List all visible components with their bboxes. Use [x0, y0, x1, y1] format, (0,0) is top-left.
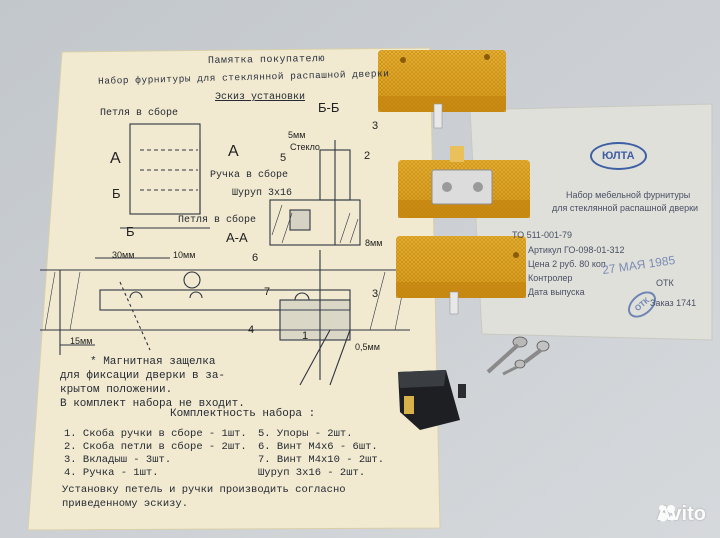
avito-watermark: Avito [657, 503, 706, 526]
dim-05mm: 0,5мм [355, 342, 380, 352]
dim-30mm: 30мм [112, 250, 135, 260]
note-line-4: В комплект набора не входит. [60, 398, 245, 410]
section-a-a: А-А [226, 230, 248, 245]
contents-list-left: 1. Скоба ручки в сборе - 1шт. 2. Скоба п… [64, 428, 247, 480]
note-line-1: * Магнитная защелка [90, 356, 216, 368]
letter-a-right: А [228, 143, 239, 160]
label-loop-assembled-2: Петля в сборе [178, 215, 257, 226]
brass-handle-bracket [398, 146, 530, 218]
contents-item: 7. Винт М4х10 - 2шт. [258, 454, 385, 466]
num-1: 1 [302, 330, 309, 342]
letter-b-left: Б [112, 186, 121, 201]
section-b-b: Б-Б [318, 100, 340, 115]
letter-b-bottom: Б [126, 224, 135, 239]
num-5-top: 5 [280, 152, 287, 164]
note-line-2: для фиксации дверки в за- [60, 370, 226, 382]
dim-8mm: 8мм [365, 238, 383, 248]
label-screw: Шуруп 3х16 [232, 188, 293, 199]
num-6: 6 [252, 252, 259, 264]
rubber-stop [398, 370, 466, 430]
manufacturer-stamp: ЮЛТА [590, 142, 647, 170]
num-3-top: 3 [372, 120, 379, 132]
dim-10mm: 10мм [173, 250, 196, 260]
label-title-2: для стеклянной распашной дверки [552, 203, 699, 213]
label-title-1: Набор мебельной фурнитуры [566, 190, 691, 200]
label-control: Контролер [528, 273, 573, 283]
contents-item: 2. Скоба петли в сборе - 2шт. [64, 441, 247, 453]
num-7: 7 [264, 286, 271, 298]
avito-logo-icon [658, 505, 675, 522]
footer-line-2: приведенному эскизу. [62, 498, 189, 510]
contents-item: 3. Вкладыш - 3шт. [64, 454, 172, 466]
contents-item: 5. Упоры - 2шт. [258, 428, 353, 440]
label-to: ТО 511-001-79 [512, 230, 572, 240]
brass-hinge-bracket-bottom [396, 236, 526, 315]
paper-title-1: Памятка покупателю [207, 53, 326, 68]
num-4: 4 [248, 324, 255, 336]
label-order: Заказ 1741 [650, 298, 697, 308]
num-3-bottom: 3 [372, 288, 379, 300]
label-price: Цена 2 руб. 80 коп. [528, 259, 609, 269]
instruction-sheet [27, 47, 441, 531]
label-article: Артикул ГО-098-01-312 [528, 245, 625, 255]
paper-sketch-heading: Эскиз установки [215, 92, 306, 103]
dim-5mm: 5мм [288, 130, 306, 140]
footer-line-1: Установку петель и ручки производить сог… [62, 484, 346, 496]
contents-item: 4. Ручка - 1шт. [64, 467, 159, 479]
note-line-3: крытом положении. [60, 384, 173, 396]
letter-a-left: А [110, 150, 121, 167]
label-date: Дата выпуска [528, 287, 585, 297]
label-otk: ОТК [656, 278, 674, 288]
label-loop-assembled: Петля в сборе [100, 108, 179, 119]
contents-item: 6. Винт М4х6 - 6шт. [258, 441, 378, 453]
screws [486, 336, 550, 376]
dim-15mm: 15мм [70, 336, 93, 346]
num-2-top: 2 [364, 150, 371, 162]
contents-heading: Комплектность набора : [170, 408, 316, 420]
contents-item: Шуруп 3х16 - 2шт. [258, 467, 366, 479]
contents-item: 1. Скоба ручки в сборе - 1шт. [64, 428, 247, 440]
label-glass: Стекло [290, 142, 320, 152]
label-handle-assembled: Ручка в сборе [210, 170, 289, 181]
brass-hinge-bracket-top [378, 50, 506, 129]
contents-list-right: 5. Упоры - 2шт. 6. Винт М4х6 - 6шт. 7. В… [258, 428, 384, 480]
